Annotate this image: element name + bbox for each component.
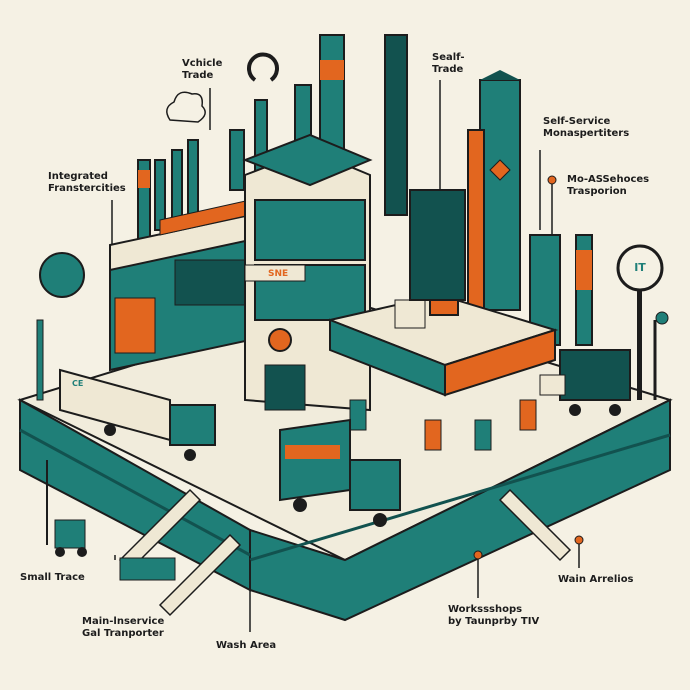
label-small-trace: Small Trace <box>20 572 85 583</box>
fuel-station-building <box>326 189 559 397</box>
truck-logo: CE <box>72 379 84 388</box>
leader-dots <box>473 175 584 560</box>
truck-center <box>279 418 401 527</box>
small-truck <box>119 557 176 581</box>
label-workshops: Workssshops by Taunprby TIV <box>448 604 540 627</box>
poles-and-signs <box>36 244 669 545</box>
label-wain-arrelios: Wain Arrelios <box>558 574 634 585</box>
label-mo-asshoces: Mo-ASSehoces Trasporion <box>567 174 650 197</box>
truck-left <box>59 368 216 461</box>
label-self-trade: Sealf- Trade <box>432 52 465 75</box>
round-sign-text: IT <box>634 261 646 274</box>
truck-right <box>539 349 631 416</box>
central-building <box>242 133 373 412</box>
left-warehouse <box>109 199 251 372</box>
fuel-pumps <box>349 399 537 451</box>
label-vehicle-trade: Vchicle Trade <box>182 58 223 81</box>
forklift <box>54 519 87 557</box>
smoke-clouds <box>166 52 279 123</box>
label-main-inservice: Main-lnservice Gal Tranporter <box>82 616 165 639</box>
leader-lines <box>111 80 580 632</box>
building-sign: SNE <box>268 269 289 279</box>
label-self-service: Self-Service Monaspertiters <box>543 116 630 139</box>
label-wash-area: Wash Area <box>216 640 277 651</box>
stairs <box>118 488 572 617</box>
label-integrated: Integrated Franstercities <box>48 171 126 194</box>
